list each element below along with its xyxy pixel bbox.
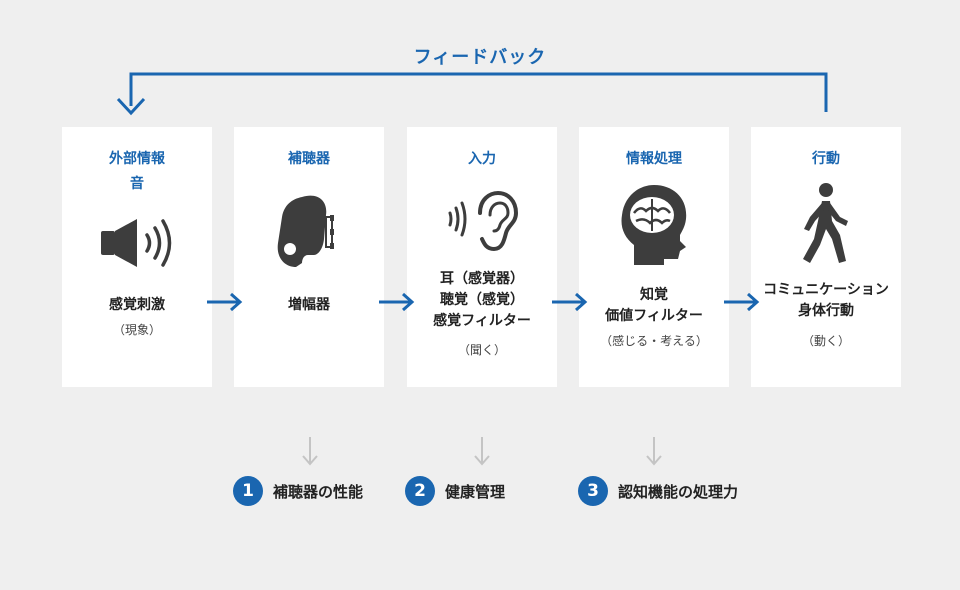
brain-head-icon [579, 183, 729, 273]
stage-label: 感覚刺激 [109, 297, 165, 313]
factor-text: 補聴器の性能 [273, 482, 364, 501]
feedback-loop-arrow [116, 72, 828, 116]
stage-label: 増幅器 [288, 297, 330, 313]
factor-text: 健康管理 [445, 482, 506, 501]
factor-number-badge: 1 [233, 476, 263, 506]
flow-arrow [724, 292, 760, 312]
stage-hearing-aid: 補聴器 増幅器 [234, 127, 384, 387]
factor-hearing-aid-performance: 1 補聴器の性能 [233, 475, 363, 507]
flow-arrow [207, 292, 243, 312]
stage-processing: 情報処理 知覚 価値フィルター （感じる・考える） [579, 127, 729, 387]
flow-arrow [379, 292, 415, 312]
down-arrow [474, 437, 490, 466]
factor-cognitive-processing: 3 認知機能の処理力 [578, 475, 738, 507]
feedback-label: フィードバック [413, 47, 547, 68]
stage-title: 行動 [812, 151, 840, 167]
stage-label: コミュニケーション 身体行動 [763, 282, 889, 319]
factor-health-management: 2 健康管理 [405, 475, 505, 507]
hearing-aid-icon [234, 193, 384, 283]
stage-title: 入力 [468, 151, 496, 167]
stage-label: 知覚 価値フィルター [605, 287, 703, 324]
stage-sub: （動く） [801, 334, 850, 348]
down-arrow [302, 437, 318, 466]
walking-person-icon [751, 181, 901, 271]
speaker-icon [62, 217, 212, 307]
factor-number-badge: 2 [405, 476, 435, 506]
stage-external-info: 外部情報 音 感覚刺激 （現象） [62, 127, 212, 387]
factor-text: 認知機能の処理力 [618, 482, 739, 501]
stage-label: 耳（感覚器） 聴覚（感覚） 感覚フィルター [433, 271, 531, 329]
stage-input: 入力 耳（感覚器） 聴覚（感覚） 感覚フィルター （聞く） [407, 127, 557, 387]
stage-sub: （聞く） [457, 343, 506, 357]
ear-icon [407, 189, 557, 279]
stage-title: 補聴器 [288, 151, 330, 167]
down-arrow [646, 437, 662, 466]
stage-title: 情報処理 [626, 151, 682, 167]
factor-number-badge: 3 [578, 476, 608, 506]
stage-title: 外部情報 音 [109, 151, 165, 192]
flow-arrow [552, 292, 588, 312]
stage-sub: （現象） [112, 323, 161, 337]
stage-sub: （感じる・考える） [600, 334, 708, 348]
stage-action: 行動 コミュニケーション 身体行動 （動く） [751, 127, 901, 387]
